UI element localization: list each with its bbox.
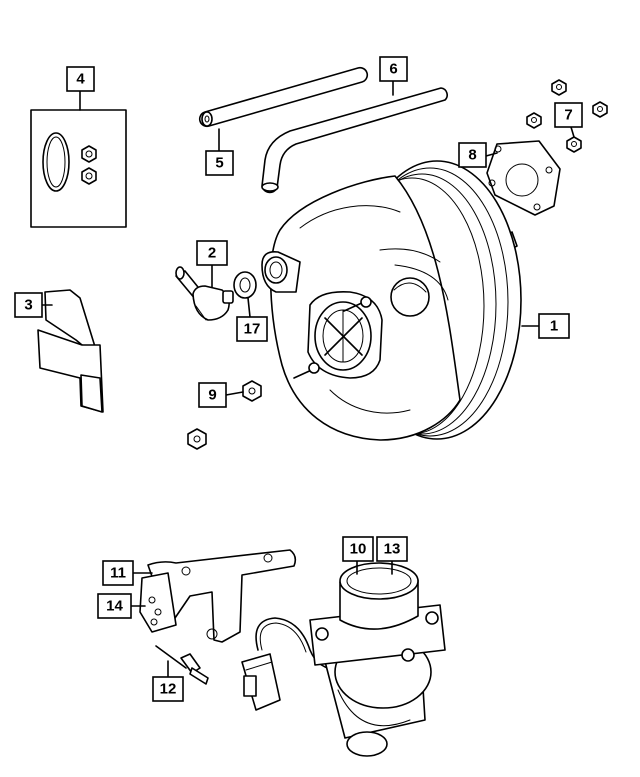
callout-10: 10	[342, 536, 374, 562]
part-8-gasket	[486, 140, 561, 216]
part-3-shield	[37, 289, 104, 413]
svg-text:14: 14	[106, 598, 123, 615]
callout-4: 4	[66, 66, 95, 92]
svg-text:1: 1	[550, 318, 558, 335]
svg-text:4: 4	[76, 71, 85, 88]
part-10-vacuum-pump	[241, 562, 446, 757]
part-17-grommet	[233, 271, 257, 299]
callout-8: 8	[458, 142, 487, 168]
part-12-stud	[155, 645, 209, 685]
callout-2: 2	[196, 240, 228, 266]
callout-7: 7	[554, 102, 583, 128]
callout-17: 17	[236, 316, 268, 342]
callout-5: 5	[205, 150, 234, 176]
leader-17	[247, 297, 251, 318]
part-4-seal-kit	[30, 109, 127, 228]
callout-9: 9	[198, 382, 227, 408]
svg-text:2: 2	[208, 245, 216, 262]
part-1-brake-booster	[261, 160, 522, 441]
svg-text:6: 6	[389, 61, 397, 78]
part-7-nuts	[526, 79, 608, 153]
part-6-vacuum-hose-bent	[261, 87, 448, 194]
part-2-check-valve	[175, 266, 234, 321]
leader-8	[485, 152, 498, 157]
svg-text:11: 11	[110, 565, 126, 582]
callout-6: 6	[379, 56, 408, 82]
callout-12: 12	[152, 676, 184, 702]
part-5-vacuum-hose	[198, 66, 369, 128]
svg-text:17: 17	[244, 321, 261, 338]
callout-13: 13	[376, 536, 408, 562]
svg-text:10: 10	[350, 541, 367, 558]
callout-11: 11	[102, 560, 134, 586]
callout-14: 14	[97, 593, 132, 619]
svg-text:7: 7	[564, 107, 572, 124]
part-9-nuts	[187, 380, 262, 450]
svg-text:3: 3	[24, 297, 32, 314]
svg-text:8: 8	[468, 147, 476, 164]
svg-text:9: 9	[208, 387, 216, 404]
svg-text:5: 5	[215, 155, 223, 172]
callout-1: 1	[538, 313, 570, 339]
leader-9	[225, 391, 244, 396]
svg-text:12: 12	[160, 681, 177, 698]
svg-text:13: 13	[384, 541, 401, 558]
part-11-bracket	[139, 549, 297, 643]
leader-7	[570, 126, 575, 138]
callout-3: 3	[14, 292, 43, 318]
